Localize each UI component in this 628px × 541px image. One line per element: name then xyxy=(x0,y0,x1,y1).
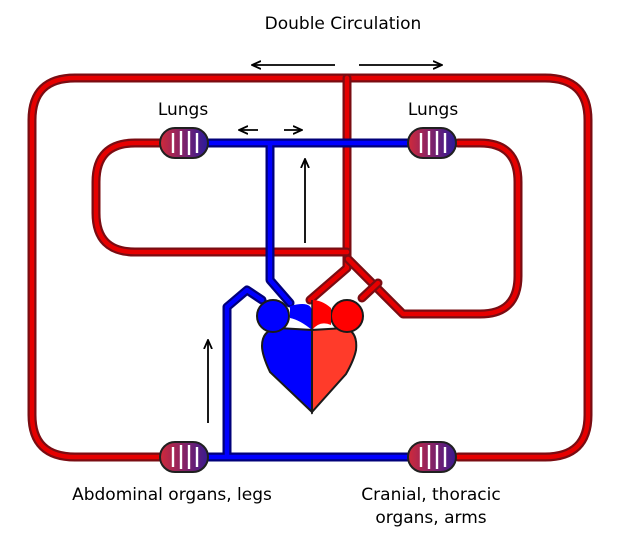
diagram-title: Double Circulation xyxy=(265,14,422,34)
capillary-bed-cranial xyxy=(407,441,457,473)
vena-cava xyxy=(203,285,413,462)
capillary-bed-lungs-left xyxy=(159,127,209,159)
pulmonary-artery xyxy=(203,138,413,308)
capillary-bed-lungs-right xyxy=(407,127,457,159)
label-cranial-line2: organs, arms xyxy=(375,508,486,528)
pulmonary-vein-loop xyxy=(91,138,523,319)
heart-icon xyxy=(256,299,364,415)
capillary-bed-abdominal xyxy=(159,441,209,473)
label-lungs-left: Lungs xyxy=(158,100,209,120)
right-atrium xyxy=(256,299,290,333)
left-atrium xyxy=(330,299,364,333)
label-abdominal-organs: Abdominal organs, legs xyxy=(72,485,272,505)
pulmonary-vein-to-atrium xyxy=(357,278,383,303)
aorta-vessel xyxy=(305,73,352,305)
systemic-artery-loop xyxy=(27,73,593,462)
label-lungs-right: Lungs xyxy=(408,100,459,120)
arrow-icon xyxy=(208,65,441,423)
label-cranial-line1: Cranial, thoracic xyxy=(361,485,500,505)
